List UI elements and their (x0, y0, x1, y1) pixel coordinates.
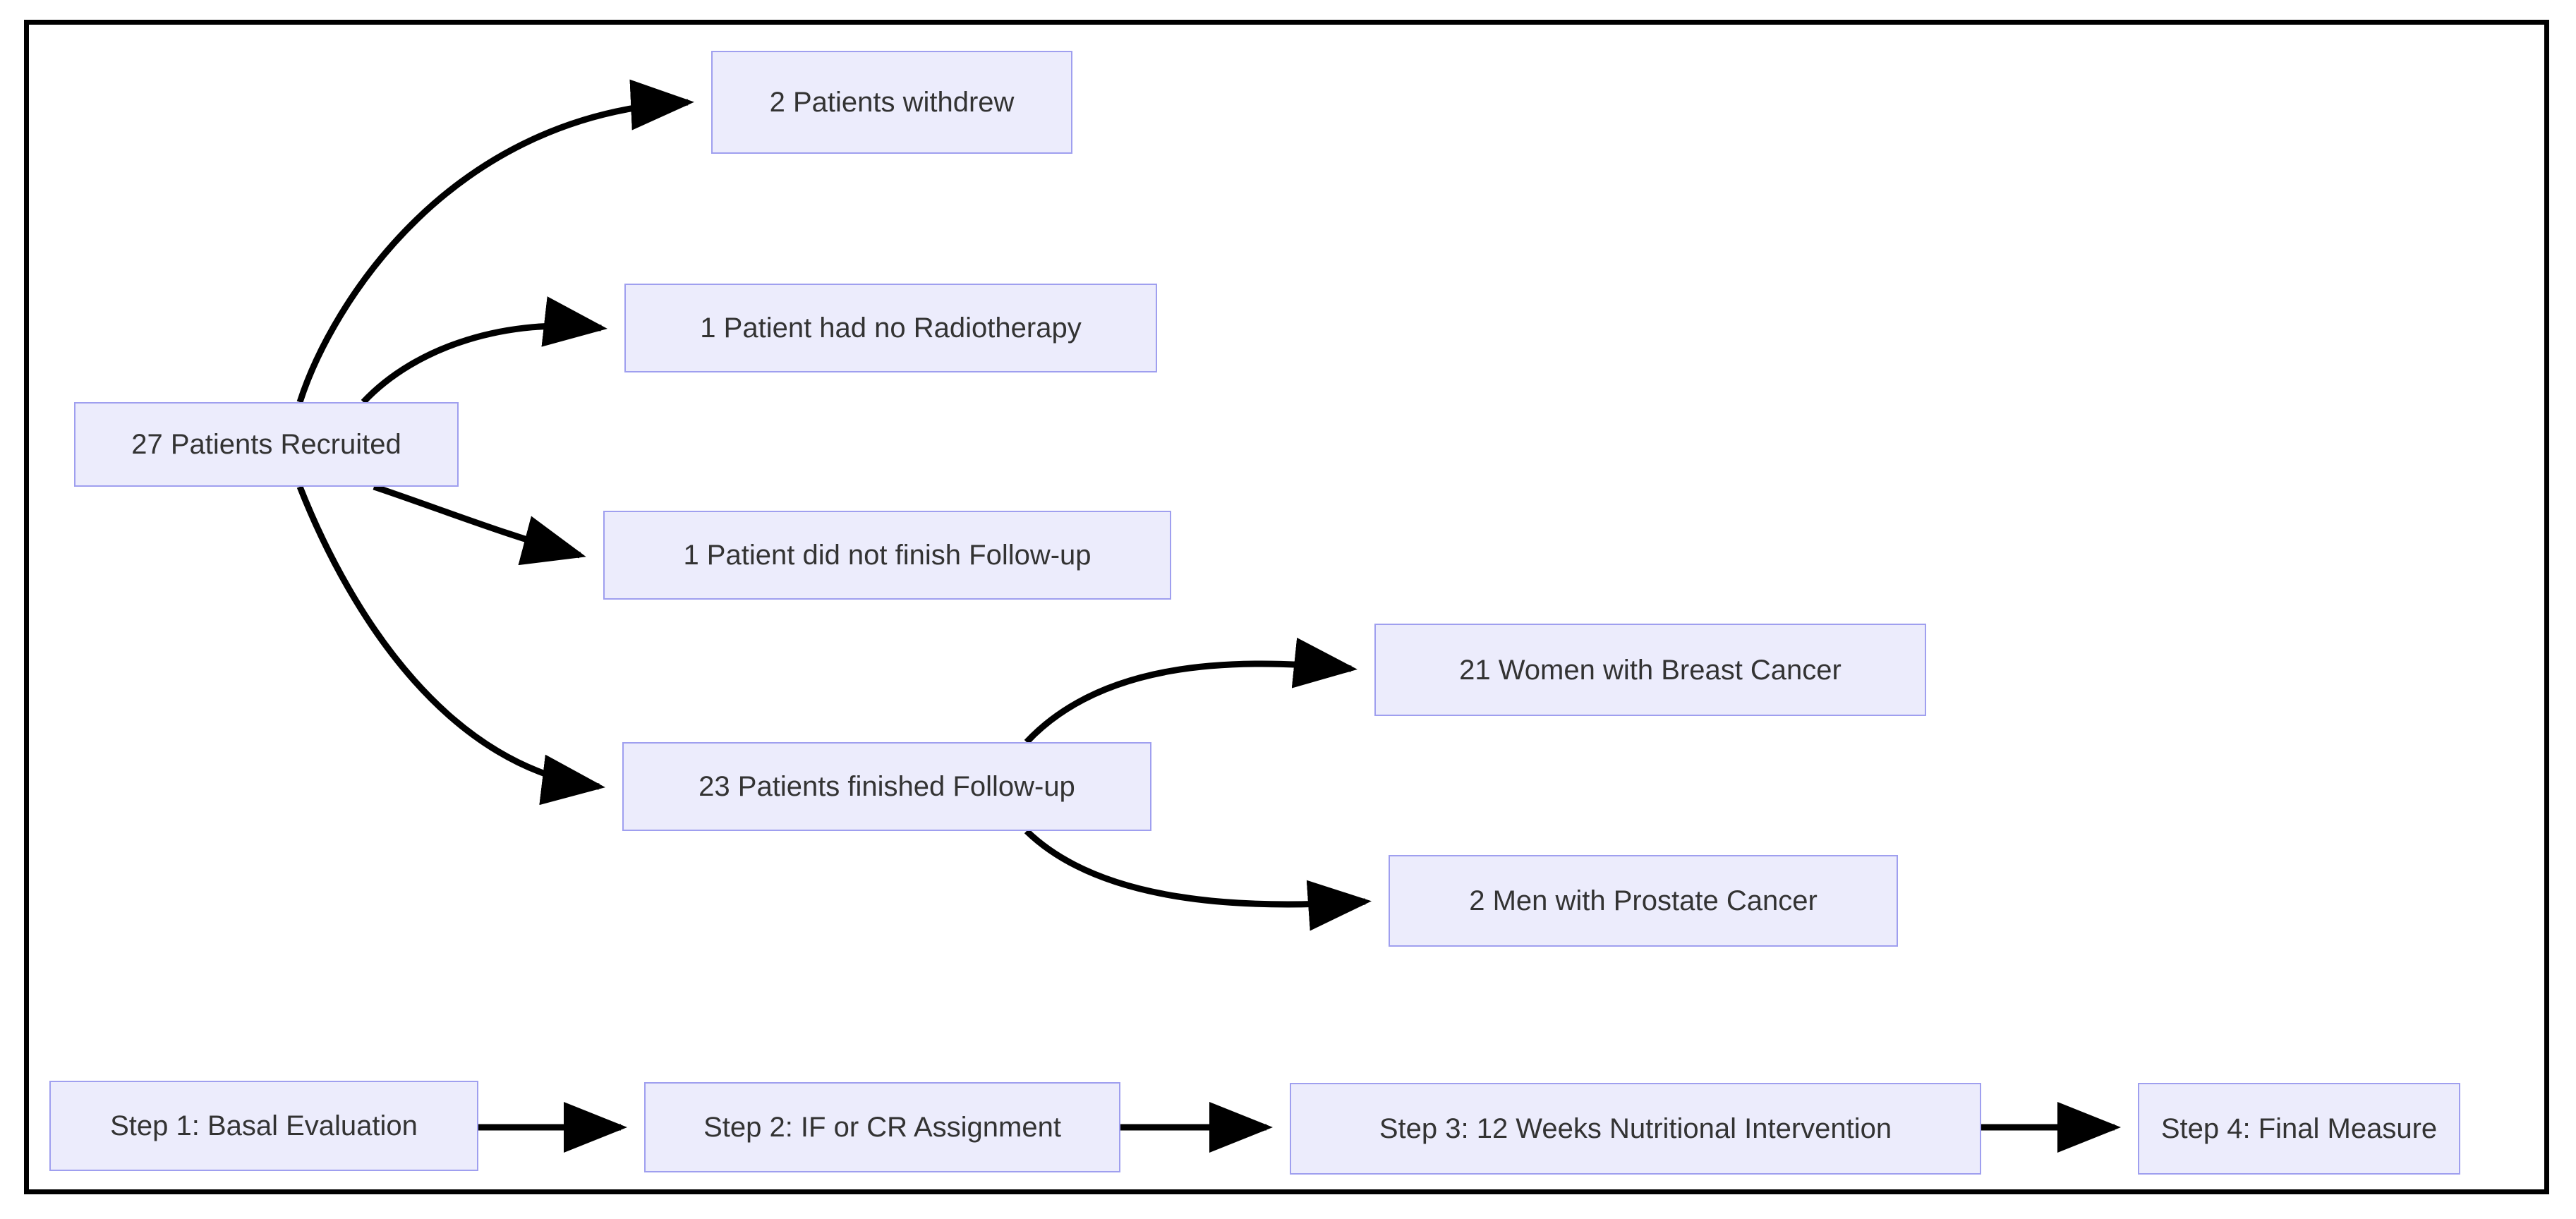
node-21-women-breast-cancer[interactable]: 21 Women with Breast Cancer (1374, 624, 1926, 716)
node-step-1-basal-evaluation[interactable]: Step 1: Basal Evaluation (49, 1081, 478, 1171)
node-2-men-prostate-cancer[interactable]: 2 Men with Prostate Cancer (1389, 855, 1898, 947)
diagram-frame (24, 20, 2549, 1194)
node-label: 21 Women with Breast Cancer (1459, 654, 1842, 686)
node-label: 23 Patients finished Follow-up (699, 771, 1075, 802)
node-step-3-nutritional-intervention[interactable]: Step 3: 12 Weeks Nutritional Interventio… (1290, 1083, 1981, 1175)
node-step-4-final-measure[interactable]: Step 4: Final Measure (2138, 1083, 2460, 1175)
node-step-2-if-or-cr-assignment[interactable]: Step 2: IF or CR Assignment (644, 1082, 1120, 1172)
node-label: Step 3: 12 Weeks Nutritional Interventio… (1379, 1113, 1892, 1144)
node-label: Step 1: Basal Evaluation (110, 1110, 418, 1141)
node-2-patients-withdrew[interactable]: 2 Patients withdrew (711, 51, 1072, 154)
node-label: 1 Patient did not finish Follow-up (683, 540, 1092, 571)
node-27-patients-recruited[interactable]: 27 Patients Recruited (74, 402, 459, 487)
node-23-patients-finished-followup[interactable]: 23 Patients finished Follow-up (622, 742, 1151, 831)
node-label: Step 4: Final Measure (2160, 1113, 2438, 1144)
node-label: 1 Patient had no Radiotherapy (700, 313, 1082, 344)
node-label: 2 Men with Prostate Cancer (1469, 885, 1818, 916)
node-1-patient-no-radiotherapy[interactable]: 1 Patient had no Radiotherapy (624, 284, 1157, 372)
node-1-patient-did-not-finish-followup[interactable]: 1 Patient did not finish Follow-up (603, 511, 1171, 600)
node-label: 2 Patients withdrew (769, 87, 1015, 118)
node-label: 27 Patients Recruited (131, 429, 401, 460)
node-label: Step 2: IF or CR Assignment (703, 1112, 1061, 1143)
